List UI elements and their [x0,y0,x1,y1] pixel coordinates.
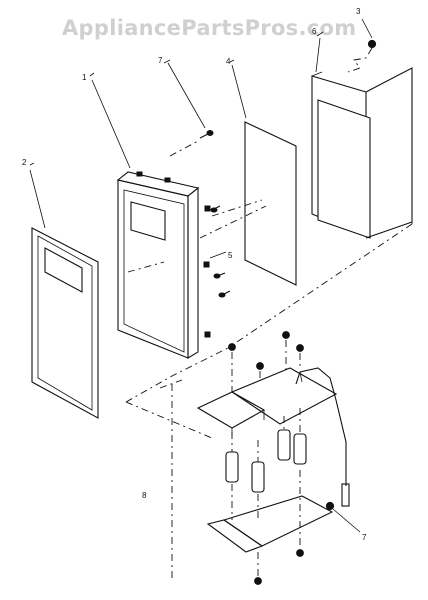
part-rear-panel [311,31,413,239]
screws-frame-side [209,199,263,298]
part-circuit-board [196,367,350,507]
callout-5: 5 [228,251,233,260]
part-bottom-bracket [206,470,361,585]
callout-6: 6 [312,27,317,36]
part-screw-top [163,59,214,157]
callout-7-top: 7 [158,56,163,65]
pcb-standoffs [225,408,307,493]
callout-1: 1 [82,73,87,82]
callout-3: 3 [356,7,361,16]
callout-4: 4 [226,57,231,66]
callout-2: 2 [22,158,27,167]
assembly-guide-lines [125,205,413,580]
watermark-text: AppliancePartsPros.com [62,16,356,40]
pcb-mount-screws [228,331,304,392]
callout-8: 8 [142,491,147,500]
callout-7-bottom: 7 [362,533,367,542]
part-control-frame [89,72,211,359]
part-front-panel [29,162,99,419]
part-screw-rear [347,18,377,73]
part-insulator-sheet [229,59,297,286]
callout-labels: 1 2 3 4 5 6 7 7 8 [22,7,367,542]
